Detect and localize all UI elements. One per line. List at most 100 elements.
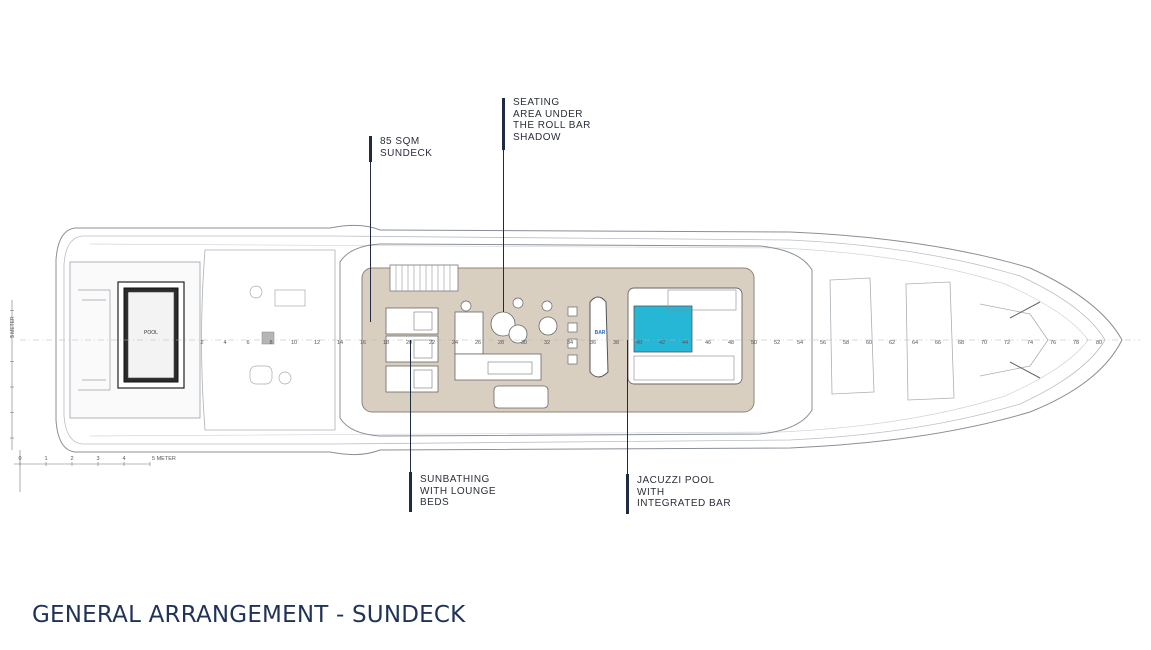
bar-counter xyxy=(589,296,609,378)
station-number: 14 xyxy=(337,340,343,346)
stool-4 xyxy=(567,306,578,317)
station-number: 46 xyxy=(705,340,711,346)
callout-bar-seating xyxy=(502,98,505,150)
lounge-bed-2 xyxy=(385,335,439,363)
station-number: 30 xyxy=(521,340,527,346)
callout-seating: SEATING AREA UNDER THE ROLL BAR SHADOW xyxy=(513,97,591,143)
station-number: 38 xyxy=(613,340,619,346)
stool-2 xyxy=(460,300,472,312)
stool-1 xyxy=(512,297,524,309)
station-number: 20 xyxy=(406,340,412,346)
callout-sunbathing: SUNBATHING WITH LOUNGE BEDS xyxy=(420,474,497,508)
bar-label: BAR xyxy=(595,330,606,336)
jacuzzi-pool xyxy=(633,305,693,353)
stool-6 xyxy=(567,338,578,349)
hull-inner-outline xyxy=(63,235,1106,445)
callout-line-jacuzzi xyxy=(627,340,628,474)
aft-pool-water xyxy=(127,291,175,379)
jacuzzi-seat xyxy=(667,289,737,311)
horizontal-scale-label: 2 xyxy=(70,456,73,462)
aft-deck-sofa-2 xyxy=(249,365,273,385)
station-number: 60 xyxy=(866,340,872,346)
lounge-bed-1 xyxy=(385,307,439,335)
station-number: 8 xyxy=(269,340,272,346)
aft-deck-plant-1 xyxy=(249,285,263,299)
stool-7 xyxy=(567,354,578,365)
station-number: 64 xyxy=(912,340,918,346)
stool-3 xyxy=(541,300,553,312)
callout-bar-sundeck xyxy=(369,136,372,162)
station-number: 56 xyxy=(820,340,826,346)
stairs xyxy=(389,264,459,292)
bow-anchor xyxy=(1009,301,1041,379)
bottom-table xyxy=(487,361,533,375)
station-number: 4 xyxy=(223,340,226,346)
station-number: 18 xyxy=(383,340,389,346)
station-number: 40 xyxy=(636,340,642,346)
station-number: 70 xyxy=(981,340,987,346)
station-number: 28 xyxy=(498,340,504,346)
station-number: 52 xyxy=(774,340,780,346)
station-number: 62 xyxy=(889,340,895,346)
aft-deck-sofa xyxy=(274,289,306,307)
aft-deck-table xyxy=(261,331,275,345)
station-number: 24 xyxy=(452,340,458,346)
aft-steps xyxy=(78,289,111,391)
callout-bar-jacuzzi xyxy=(626,474,629,514)
station-number: 50 xyxy=(751,340,757,346)
station-number: 48 xyxy=(728,340,734,346)
aft-deck-plant-2 xyxy=(278,371,292,385)
station-number: 78 xyxy=(1073,340,1079,346)
callout-line-seating xyxy=(503,150,504,312)
station-number: 80 xyxy=(1096,340,1102,346)
station-number: 54 xyxy=(797,340,803,346)
jacuzzi-step xyxy=(633,355,735,381)
vertical-scale-label: 5 METER xyxy=(10,316,16,338)
callout-line-sunbathing xyxy=(410,340,411,472)
callout-jacuzzi: JACUZZI POOL WITH INTEGRATED BAR xyxy=(637,475,732,509)
superstructure-outline xyxy=(339,243,813,437)
station-number: 66 xyxy=(935,340,941,346)
horizontal-scale-label: 1 xyxy=(44,456,47,462)
callout-line-sundeck xyxy=(370,162,371,322)
station-number: 34 xyxy=(567,340,573,346)
station-number: 58 xyxy=(843,340,849,346)
stool-5 xyxy=(567,322,578,333)
horizontal-scale-label: 5 METER xyxy=(152,456,176,462)
aft-console xyxy=(493,385,549,409)
sofa-bottom xyxy=(454,353,542,381)
station-number: 72 xyxy=(1004,340,1010,346)
horizontal-scale-label: 4 xyxy=(122,456,125,462)
station-number: 76 xyxy=(1050,340,1056,346)
station-number: 68 xyxy=(958,340,964,346)
aft-pool-label: POOL xyxy=(144,330,158,336)
station-number: 2 xyxy=(200,340,203,346)
lounge-bed-3-pillow xyxy=(413,369,433,389)
station-number: 36 xyxy=(590,340,596,346)
vertical-scale-ticks xyxy=(10,310,14,439)
station-number: 26 xyxy=(475,340,481,346)
station-number: 74 xyxy=(1027,340,1033,346)
page-title: GENERAL ARRANGEMENT - SUNDECK xyxy=(32,602,466,628)
foredeck-sunpad-2 xyxy=(905,281,955,401)
round-table-2 xyxy=(508,324,528,344)
armchair xyxy=(538,316,558,336)
station-number: 10 xyxy=(291,340,297,346)
horizontal-scale-label: 0 xyxy=(18,456,21,462)
callout-bar-sunbathing xyxy=(409,472,412,512)
station-number: 42 xyxy=(659,340,665,346)
round-table xyxy=(490,311,516,337)
lounge-bed-3 xyxy=(385,365,439,393)
sofa-left xyxy=(454,311,484,355)
station-number: 12 xyxy=(314,340,320,346)
station-number: 22 xyxy=(429,340,435,346)
station-number: 32 xyxy=(544,340,550,346)
stairs-treads xyxy=(395,265,451,291)
callout-sundeck: 85 SQM SUNDECK xyxy=(380,136,433,159)
foredeck-sunpad-1 xyxy=(829,277,875,395)
station-number: 44 xyxy=(682,340,688,346)
